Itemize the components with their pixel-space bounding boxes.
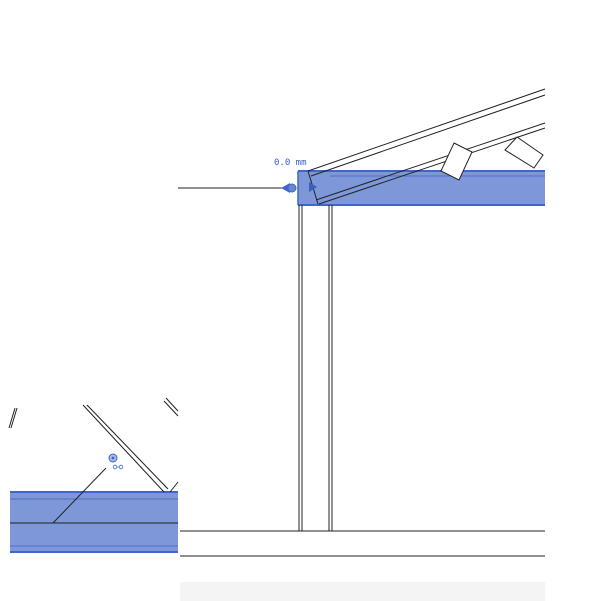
blocking-box-2[interactable] [504,136,544,169]
blocking-box-1[interactable] [440,142,473,181]
detail-leader-line [52,467,107,524]
detail-rafter-line-5 [8,407,16,429]
rafter-lower-line-1 [315,122,546,201]
endpoint-grip-icon[interactable] [287,183,297,193]
status-strip [180,582,545,601]
detail-rafter-line-7 [169,481,179,493]
triangle-grip-icon[interactable] [309,182,317,192]
rafter-upper-line-2 [310,94,546,177]
selected-top-plate[interactable] [298,171,545,205]
detail-rafter-line-3 [163,400,179,417]
dimension-label[interactable]: 0.0 mm [274,158,307,168]
detail-rafter-line-2 [86,404,169,490]
detail-rafter-line-1 [82,404,165,493]
detail-selected-plate[interactable] [10,492,178,552]
pin-tag-icon[interactable] [108,453,124,470]
detail-rafter-line-6 [10,407,18,429]
rafter-lower-line-2 [318,127,546,205]
detail-inset [8,397,179,553]
rafter-upper-line-1 [307,88,546,172]
dimension-arrow-grip-icon[interactable] [281,183,290,193]
detail-rafter-line-4 [165,397,179,412]
